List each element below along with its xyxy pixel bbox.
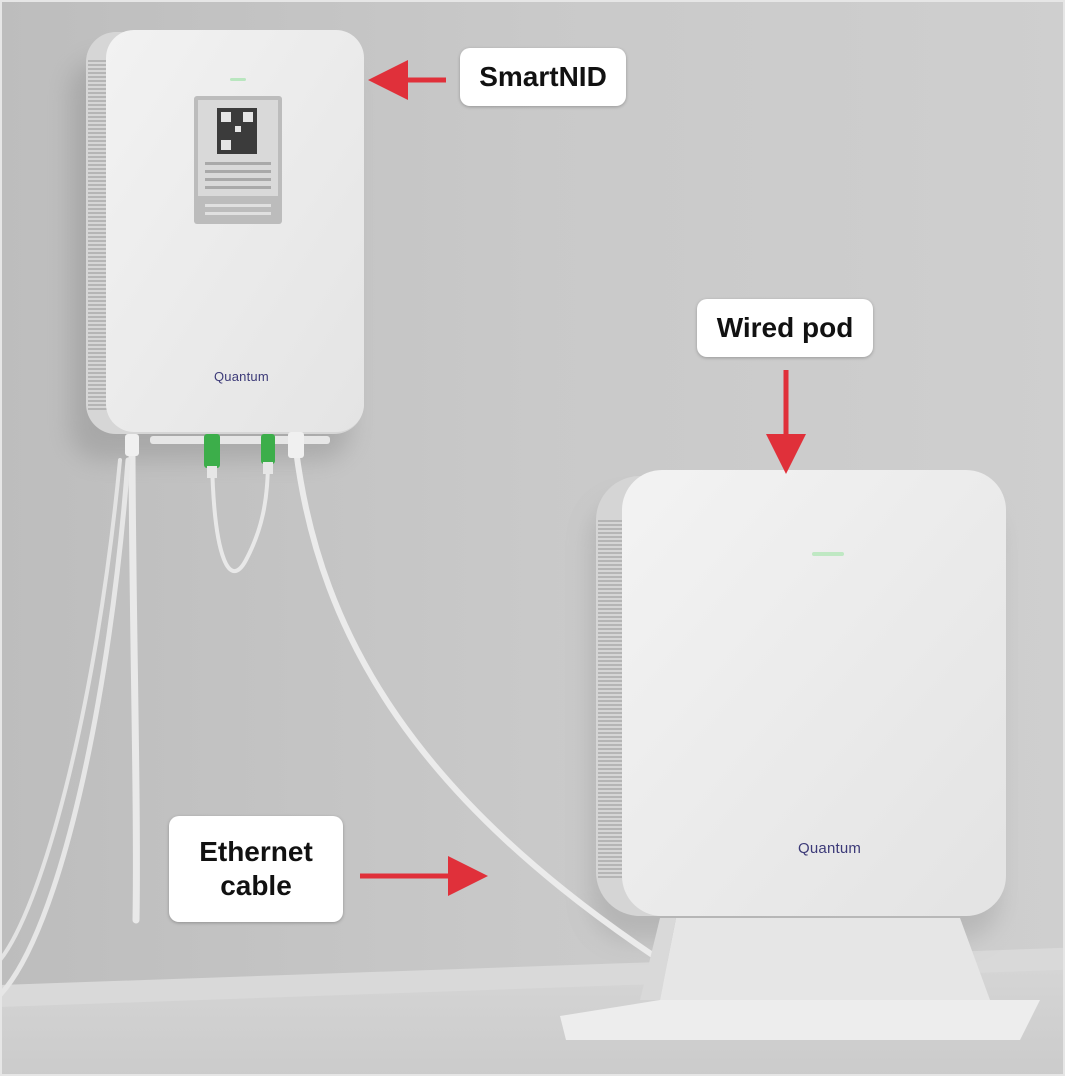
status-led <box>230 78 246 81</box>
pod-status-led <box>812 552 844 556</box>
wired-pod-callout-label: Wired pod <box>716 312 854 343</box>
fiber-connectors <box>125 432 304 478</box>
smartnid-callout-label: SmartNID <box>479 61 607 92</box>
ethernet-cable-callout: Ethernet cable <box>169 816 343 922</box>
wired-pod-callout: Wired pod <box>697 299 873 357</box>
pod-brand-logo: Quantum <box>798 840 862 857</box>
ethernet-cable-callout-label: Ethernet cable <box>199 836 313 901</box>
cables <box>0 436 663 998</box>
smartnid-brand-logo: Quantum <box>214 369 269 384</box>
smartnid-callout: SmartNID <box>460 48 626 106</box>
wired-pod-device <box>596 470 1006 916</box>
pod-stand <box>560 918 1040 1040</box>
smartnid-device <box>86 30 364 444</box>
